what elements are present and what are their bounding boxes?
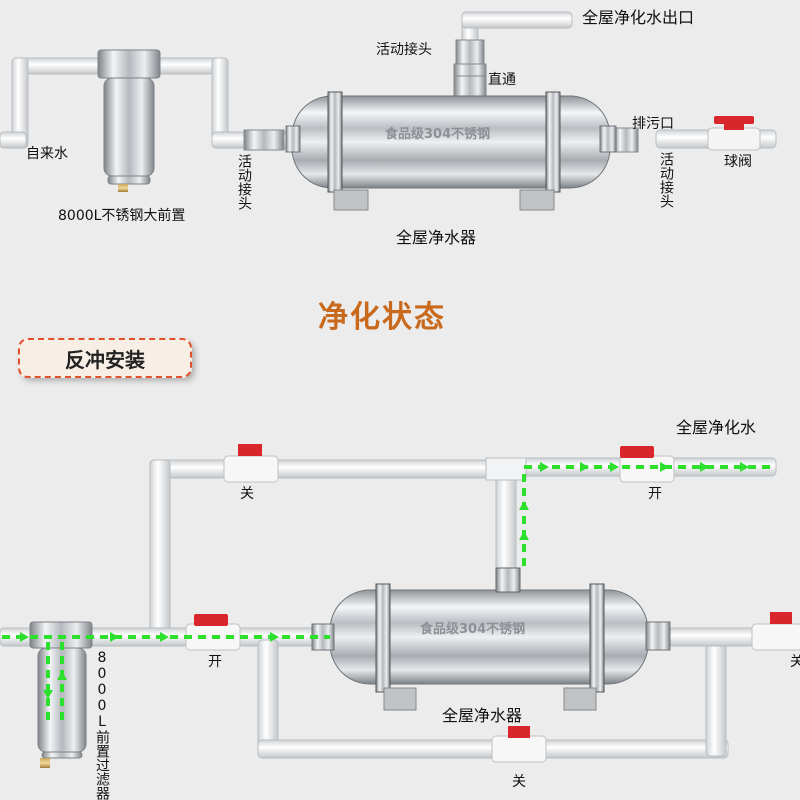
union-joint [243,129,285,151]
label-valve-mid-left: 开 [208,654,222,670]
backflush-badge: 反冲安装 [18,338,192,378]
label-valve-right-partial: 关 [790,654,800,670]
label-purifier-caption-bottom: 全屋净水器 [442,706,523,725]
backflush-label: 反冲安装 [65,347,145,372]
label-whole-house-water: 全屋净化水 [676,418,757,437]
ball-valve [707,116,761,151]
flow-arrowhead [110,632,119,642]
tee-fitting [485,457,527,481]
label-whole-house-outlet: 全屋净化水出口 [582,8,695,27]
label-tap-water: 自来水 [26,146,68,162]
flow-arrowhead [270,632,279,642]
state-title: 净化状态 [318,300,446,335]
tank-engraving: 食品级304不锈钢 [420,621,525,637]
label-valve-top-right: 开 [648,486,662,502]
flow-arrowhead [519,501,529,510]
flow-arrowhead [20,632,29,642]
union-joint [453,63,487,77]
label-ball-valve: 球阀 [724,154,752,170]
flow-arrowhead [519,531,529,540]
label-prefilter-caption-bottom: 8000L前置过滤器 [94,650,110,800]
flow-arrowhead [160,632,169,642]
flow-arrowhead [43,690,53,699]
flow-arrowhead [540,462,549,472]
label-drain-outlet: 排污口 [632,116,674,132]
label-prefilter-caption: 8000L不锈钢大前置 [58,208,186,224]
purifier-tank-top: 食品级304不锈钢 [285,91,617,211]
flow-arrowhead [57,671,67,680]
label-union-joint-right: 活动接头 [658,152,674,208]
label-purifier-caption: 全屋净水器 [396,228,477,247]
label-valve-top-left: 关 [240,486,254,502]
valve-right-partial [751,612,800,651]
label-union-joint-top: 活动接头 [376,42,432,58]
bottom-section: 食品级304不锈钢 [0,444,800,768]
label-valve-bottom: 关 [512,774,526,790]
valve-top-left [223,444,279,483]
flow-arrows [2,462,770,720]
tank-engraving: 食品级304不锈钢 [385,126,490,142]
valve-mid-left [185,614,241,651]
union-joint [455,39,485,65]
valve-bottom [491,726,547,763]
label-straight-through: 直通 [488,72,516,88]
prefilter-top [97,49,161,192]
label-union-joint-left: 活动接头 [236,154,252,210]
top-section: 食品级304不锈钢 [0,11,777,211]
purifier-tank-bottom: 食品级304不锈钢 [311,567,671,711]
union-joint [613,127,639,153]
flow-arrowhead [660,462,669,472]
flow-arrowhead [700,462,709,472]
flow-arrowhead [580,462,589,472]
flow-arrowhead [610,462,619,472]
valve-top-right [619,446,675,483]
flow-arrowhead [740,462,749,472]
